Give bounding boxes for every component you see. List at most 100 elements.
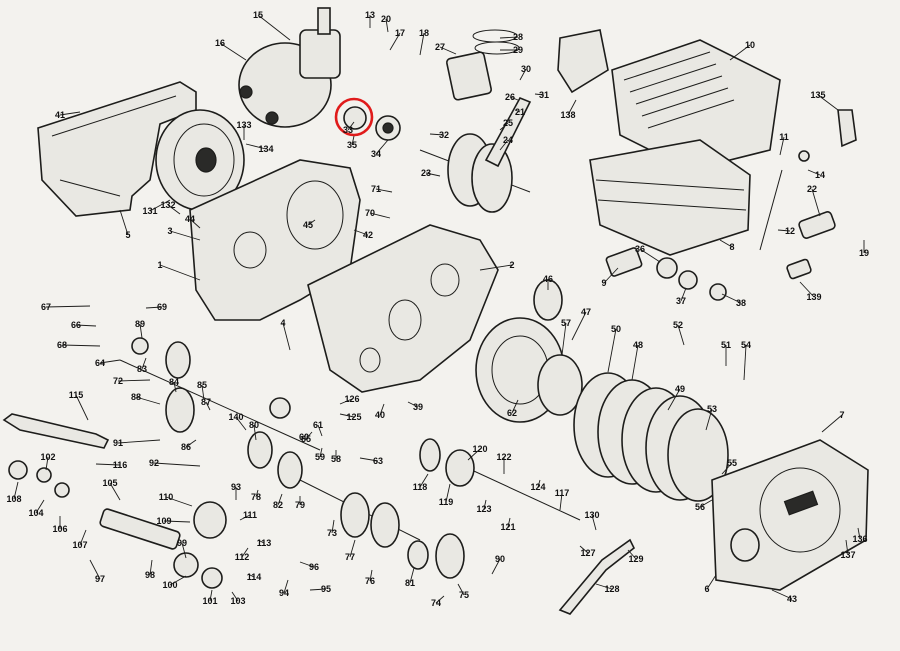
leader-line-35 xyxy=(351,135,355,146)
part-label-76: 76 xyxy=(365,576,375,586)
leader-line-84 xyxy=(173,381,177,393)
leader-line-67 xyxy=(45,305,91,308)
leader-line-63 xyxy=(359,457,379,462)
gear-lever xyxy=(558,538,636,615)
part-label-53: 53 xyxy=(707,404,717,414)
leader-line-80 xyxy=(253,424,257,441)
leader-line-111 xyxy=(239,514,251,521)
part-label-2: 2 xyxy=(509,260,514,270)
leader-line-107 xyxy=(79,529,87,546)
leader-line-62 xyxy=(511,399,519,414)
part-label-134: 134 xyxy=(258,144,273,154)
part-label-130: 130 xyxy=(584,510,599,520)
part-label-29: 29 xyxy=(513,45,523,55)
flywheel xyxy=(155,109,245,211)
leader-line-139 xyxy=(799,281,815,298)
leader-line-56 xyxy=(699,499,713,508)
clutch-plates xyxy=(573,372,729,502)
part-label-129: 129 xyxy=(628,554,643,564)
part-label-123: 123 xyxy=(476,504,491,514)
leader-line-109 xyxy=(163,520,191,523)
leader-line-23 xyxy=(425,172,441,177)
leader-line-94 xyxy=(283,579,289,594)
part-label-137: 137 xyxy=(840,550,855,560)
part-label-107: 107 xyxy=(72,540,87,550)
part-label-64: 64 xyxy=(95,358,105,368)
leader-line-105 xyxy=(109,482,121,501)
leader-line-78 xyxy=(255,489,259,498)
cylinder xyxy=(589,39,781,256)
part-label-57: 57 xyxy=(561,318,571,328)
leader-line-54 xyxy=(743,344,747,381)
part-label-103: 103 xyxy=(230,596,245,606)
part-label-49: 49 xyxy=(675,384,685,394)
carburettor xyxy=(238,7,341,128)
part-label-44: 44 xyxy=(185,214,195,224)
part-label-39: 39 xyxy=(413,402,423,412)
part-label-16: 16 xyxy=(215,38,225,48)
part-label-21: 21 xyxy=(515,107,525,117)
leader-line-96 xyxy=(299,561,315,568)
part-label-113: 113 xyxy=(257,538,272,548)
leader-line-64 xyxy=(99,359,121,364)
part-label-132: 132 xyxy=(160,200,175,210)
leader-line-12 xyxy=(777,229,791,232)
part-label-18: 18 xyxy=(419,28,429,38)
part-label-11: 11 xyxy=(779,132,789,142)
part-label-23: 23 xyxy=(421,168,431,178)
part-label-22: 22 xyxy=(807,184,817,194)
part-label-79: 79 xyxy=(295,500,305,510)
part-label-15: 15 xyxy=(253,10,263,20)
part-label-88: 88 xyxy=(131,392,141,402)
leader-line-44 xyxy=(189,218,201,229)
leader-line-17 xyxy=(389,32,401,51)
leader-line-74 xyxy=(435,595,445,604)
small-parts xyxy=(8,106,836,498)
crankshaft xyxy=(419,96,532,213)
leader-line-16 xyxy=(219,42,247,61)
part-label-87: 87 xyxy=(201,397,211,407)
selector-assembly xyxy=(99,501,227,589)
leader-line-14 xyxy=(807,169,821,176)
part-label-47: 47 xyxy=(581,307,591,317)
part-label-122: 122 xyxy=(496,452,511,462)
part-label-97: 97 xyxy=(95,574,105,584)
part-label-32: 32 xyxy=(439,130,449,140)
leader-line-113 xyxy=(257,539,265,544)
part-label-13: 13 xyxy=(365,10,375,20)
leader-line-5 xyxy=(119,209,129,236)
part-label-133: 133 xyxy=(236,120,251,130)
leader-line-131 xyxy=(149,199,171,212)
part-label-91: 91 xyxy=(113,438,123,448)
leader-line-18 xyxy=(419,32,425,56)
leader-line-73 xyxy=(331,519,335,534)
part-label-51: 51 xyxy=(721,340,731,350)
part-label-36: 36 xyxy=(635,244,645,254)
leader-line-134 xyxy=(245,143,267,150)
part-label-119: 119 xyxy=(439,497,454,507)
leader-line-85 xyxy=(201,384,205,401)
part-label-43: 43 xyxy=(787,594,797,604)
leader-line-102 xyxy=(45,456,49,471)
part-label-136: 136 xyxy=(852,534,867,544)
leader-line-49 xyxy=(667,388,681,411)
part-label-96: 96 xyxy=(309,562,319,572)
part-label-102: 102 xyxy=(40,452,55,462)
part-label-50: 50 xyxy=(611,324,621,334)
leader-line-95 xyxy=(309,588,327,591)
leader-line-128 xyxy=(595,583,613,590)
leader-line-6 xyxy=(706,574,717,590)
part-label-7: 7 xyxy=(839,410,844,420)
part-label-38: 38 xyxy=(736,298,746,308)
leader-line-121 xyxy=(507,517,511,528)
part-label-98: 98 xyxy=(145,570,155,580)
part-label-131: 131 xyxy=(142,206,157,216)
part-label-111: 111 xyxy=(243,510,257,520)
part-label-117: 117 xyxy=(555,488,570,498)
part-label-41: 41 xyxy=(55,110,65,120)
leader-line-117 xyxy=(559,492,563,511)
part-label-121: 121 xyxy=(500,522,515,532)
leader-line-28 xyxy=(499,36,519,39)
